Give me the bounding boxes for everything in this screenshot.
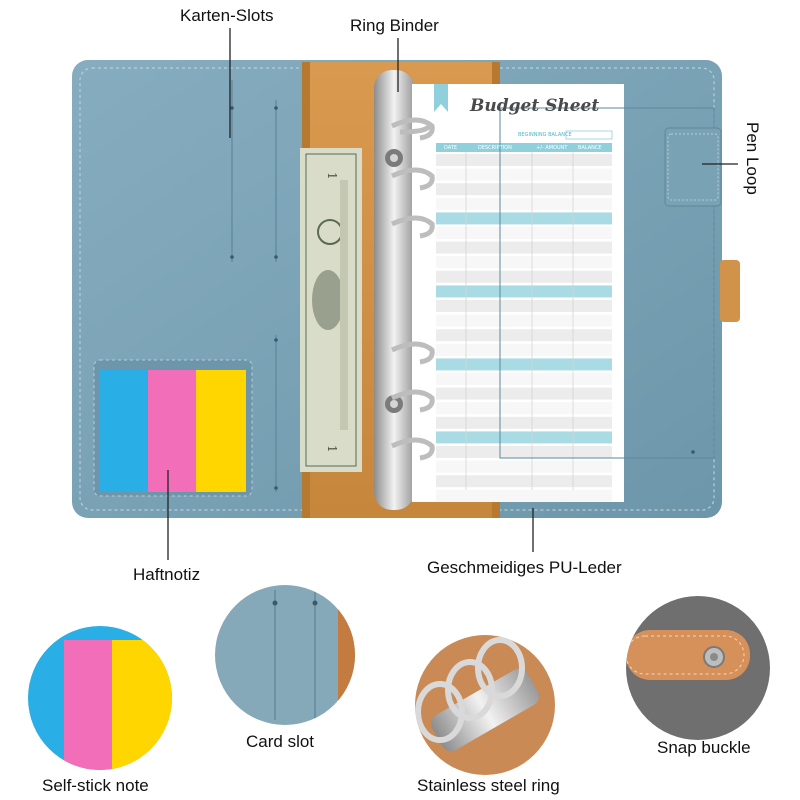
sticky-note-window xyxy=(93,359,253,497)
sheet-col-balance: BALANCE xyxy=(578,145,602,151)
sheet-row xyxy=(436,154,612,166)
sheet-row xyxy=(436,475,612,488)
label-stainless-steel-ring: Stainless steel ring xyxy=(417,776,560,795)
sheet-row xyxy=(436,402,612,415)
sheet-row xyxy=(436,183,612,196)
sheet-beginning-balance: BEGINNING BALANCE xyxy=(518,132,572,138)
sheet-row xyxy=(436,387,612,400)
sheet-row xyxy=(436,373,612,385)
sheet-row xyxy=(436,489,612,502)
right-cover xyxy=(499,107,740,459)
ring-mechanism xyxy=(374,70,414,510)
label-pen-loop: Pen Loop xyxy=(743,122,762,195)
svg-text:1: 1 xyxy=(325,172,339,180)
sheet-row xyxy=(436,168,612,181)
sheet-row xyxy=(436,212,612,225)
sheet-row xyxy=(436,416,612,429)
label-karten-slots: Karten-Slots xyxy=(180,6,274,25)
sheet-row xyxy=(436,314,612,327)
label-ring-binder: Ring Binder xyxy=(350,16,439,35)
sheet-col-date: DATE xyxy=(444,145,458,151)
rings xyxy=(390,117,435,461)
sheet-row xyxy=(436,329,612,342)
sheet-row xyxy=(436,300,612,312)
sheet-row xyxy=(436,256,612,269)
label-self-stick-note: Self-stick note xyxy=(42,776,149,795)
sheet-col-amount: +/- AMOUNT xyxy=(536,145,568,151)
label-haftnotiz: Haftnotiz xyxy=(133,565,201,584)
sheet-row xyxy=(436,197,612,210)
detail-card-slot xyxy=(215,585,355,725)
sheet-row xyxy=(436,358,612,371)
sheet-row xyxy=(436,446,612,458)
label-card-slot: Card slot xyxy=(246,732,315,751)
sheet-row xyxy=(436,431,612,444)
detail-steel-ring xyxy=(415,635,555,775)
detail-snap-buckle xyxy=(626,596,770,740)
dollar-bill: 1 1 xyxy=(300,148,362,472)
sheet-row xyxy=(436,241,612,254)
sheet-col-description: DESCRIPTION xyxy=(478,145,512,151)
sheet-row xyxy=(436,285,612,298)
card-slots xyxy=(230,80,278,492)
sheet-row xyxy=(436,227,612,239)
label-pu-leder: Geschmeidiges PU-Leder xyxy=(427,558,622,577)
sheet-title: Budget Sheet xyxy=(470,96,600,116)
sheet-row xyxy=(436,460,612,473)
label-snap-buckle: Snap buckle xyxy=(657,738,751,757)
budget-sheet xyxy=(412,84,624,502)
detail-sticky-notes xyxy=(28,626,172,770)
svg-text:1: 1 xyxy=(325,445,339,453)
sheet-row xyxy=(436,270,612,283)
sheet-row xyxy=(436,343,612,356)
